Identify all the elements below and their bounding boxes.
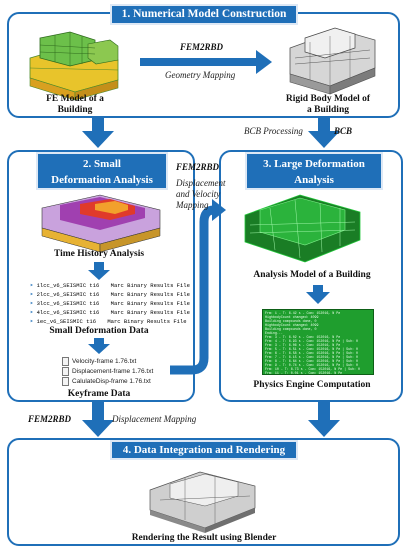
time-history-label: Time History Analysis [53,249,145,259]
result-file-row[interactable]: ➤ 2lcc_v6_SEISMIC t16 Marc Binary Result… [30,290,190,299]
fe-model-label: FE Model of a Building [46,94,104,115]
file-check-icon: ➤ [30,291,34,298]
time-history-image [41,194,161,253]
file-type: Marc Binary Results File [110,300,190,307]
console-line: Frm: 10 - T: 8.73 s - Com: 152016, N Pe … [265,367,360,371]
file-name: 3lcc_v6_SEISMIC t16 [36,300,100,307]
console-line: Frm: 11 - T: 0.01 s - Com: 152016, N Pe [265,371,343,375]
result-file-list: ➤ 1lcc_v6_SEISMIC t16 Marc Binary Result… [30,281,190,326]
rigid-body-label: Rigid Body Model of a Building [285,94,371,115]
arrow-time-to-data [88,262,110,280]
file-check-icon: ➤ [30,282,34,289]
analysis-model-label: Analysis Model of a Building [253,270,371,280]
bcb-label: BCB [334,126,353,136]
stage2-title: 2. Small Deformation Analysis [36,152,168,190]
file-check-icon: ➤ [30,309,34,316]
keyframe-file-name: Velocity-frame 1.76.txt [72,358,137,366]
render-label: Rendering the Result using Blender [131,533,277,543]
result-file-row[interactable]: ➤ 1ec_v6_SEISMIC t16 Marc Binary Results… [30,317,190,326]
console-line: HighbodyCount changed: 4099 [265,323,319,327]
console-line: Frm: 8 - T: 6.64 s - Com: 152016, N Pe |… [265,359,358,363]
render-image [149,471,256,533]
stage3-title: 3. Large Deformation Analysis [245,152,383,190]
console-line: Building compounds done, 0 [265,319,317,323]
console-line: Building compounds done, 0 [265,327,317,331]
arrow-down-stage3 [308,118,340,148]
arrow-analysis-to-physics [306,285,330,304]
file-type: Marc Binary Results File [110,309,190,316]
text-file-icon [62,357,69,366]
fe-model-image [29,31,119,101]
console-line: Ending... [265,331,283,335]
console-line: Frm: 1 - T: 6.42 s - Com: 152016, N Pe [265,311,341,315]
small-deformation-data-label: Small Deformation Data [49,326,149,336]
disp-vel-mapping-label: Displacement and Velocity Mapping [176,178,226,210]
console-line: HighbodyCount changed: 4099 [265,315,319,319]
arrow-data-to-keyframe [88,338,110,354]
file-type: Marc Binary Results File [110,291,190,298]
result-file-row[interactable]: ➤ 1lcc_v6_SEISMIC t16 Marc Binary Result… [30,281,190,290]
console-line: Frm: 7 - T: 6.15 s - Com: 152016, N Pe |… [265,355,358,359]
file-type: Marc Binary Results File [110,282,190,289]
file-name: 1ec_v6_SEISMIC t16 [36,318,97,325]
file-name: 1lcc_v6_SEISMIC t16 [36,282,100,289]
bcb-processing-label: BCB Processing [244,126,303,136]
keyframe-file-row[interactable]: Displacement-frame 1.76.txt [62,367,153,377]
fem2rbd-bottom-label: FEM2RBD [28,414,72,424]
file-name: 2lcc_v6_SEISMIC t16 [36,291,100,298]
console-line: Frm: 9 - T: 0.74 s - Com: 152016, N Pe |… [265,363,358,367]
keyframe-data-label: Keyframe Data [67,389,131,399]
console-line: Frm: 6 - T: 6.58 s - Com: 152016, N Pe |… [265,351,358,355]
console-line: Frm: 5 - T: 6.51 s - Com: 152016, N Pe |… [265,347,358,351]
console-line: Frm: 3 - T: 6.06 s - Com: 152016, N Pe [265,343,341,347]
file-type: Marc Binary Results File [107,318,187,325]
keyframe-file-name: Displacement-frame 1.76.txt [72,368,154,376]
arrow-down-stage2 [82,118,114,148]
text-file-icon [62,367,69,376]
stage1-title: 1. Numerical Model Construction [110,4,298,25]
keyframe-file-row[interactable]: Velocity-frame 1.76.txt [62,357,153,367]
keyframe-file-row[interactable]: CalulateDisp-frame 1.76.txt [62,377,153,387]
result-file-row[interactable]: ➤ 4lcc_v6_SEISMIC t16 Marc Binary Result… [30,308,190,317]
keyframe-file-list: Velocity-frame 1.76.txt Displacement-fra… [62,357,153,387]
arrow-disp-vel-mapping [170,199,226,375]
file-check-icon: ➤ [30,318,34,325]
result-file-row[interactable]: ➤ 3lcc_v6_SEISMIC t16 Marc Binary Result… [30,299,190,308]
console-line: Frm: 4 - T: 6.93 s - Com: 152016, N Pe |… [265,339,358,343]
file-name: 4lcc_v6_SEISMIC t16 [36,309,100,316]
console-line: Frm: 3 - T: 6.02 s - Com: 152016, N Pe [265,335,341,339]
physics-engine-label: Physics Engine Computation [253,380,371,390]
stage4-title: 4. Data Integration and Rendering [110,440,298,460]
rigid-body-image [289,27,376,95]
displacement-mapping-label: Displacement Mapping [112,414,197,424]
keyframe-file-name: CalulateDisp-frame 1.76.txt [72,378,151,386]
fem2rbd-mid-label: FEM2RBD [176,162,220,172]
text-file-icon [62,377,69,386]
geometry-mapping-label: Geometry Mapping [165,70,236,80]
arrow-geometry-mapping [140,50,272,74]
arrow-stage3-to-stage4 [308,402,340,437]
file-check-icon: ➤ [30,300,34,307]
fem2rbd-top-label: FEM2RBD [180,42,224,52]
arrow-stage2-to-stage4 [82,402,114,437]
analysis-model-image [244,194,361,263]
